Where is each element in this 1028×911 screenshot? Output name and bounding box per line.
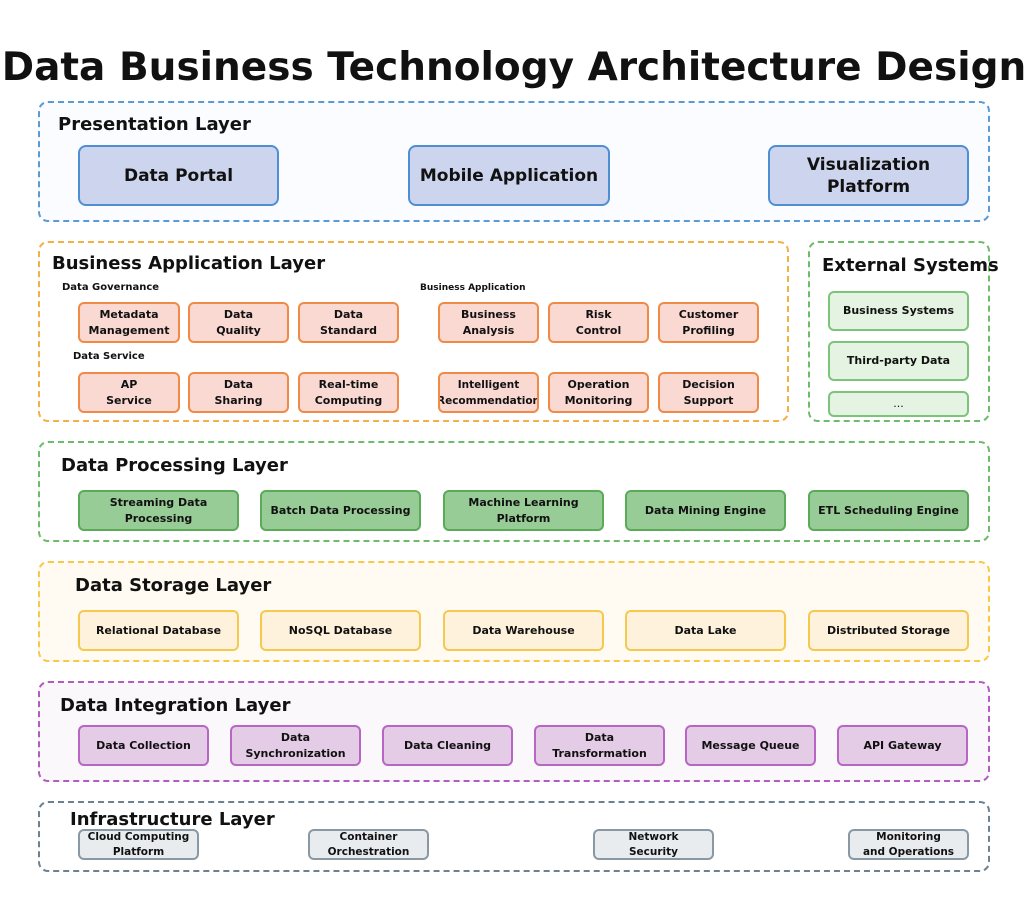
machine-learning-platform-box[interactable]: Machine Learning Platform [443, 490, 604, 531]
metadata-management-box[interactable]: Metadata Management [78, 302, 180, 343]
business-application-layer-title: Business Application Layer [52, 253, 326, 274]
api-gateway-box[interactable]: API Gateway [837, 725, 968, 766]
business-analysis-box[interactable]: Business Analysis [438, 302, 539, 343]
operation-monitoring-box[interactable]: Operation Monitoring [548, 372, 649, 413]
ap-service-box[interactable]: AP Service [78, 372, 180, 413]
data-sharing-box[interactable]: Data Sharing [188, 372, 289, 413]
third-party-data-box[interactable]: Third-party Data [828, 341, 969, 381]
data-synchronization-box[interactable]: Data Synchronization [230, 725, 361, 766]
data-storage-layer-title: Data Storage Layer [75, 575, 272, 596]
infrastructure-layer-title: Infrastructure Layer [70, 809, 275, 830]
page-title: Data Business Technology Architecture De… [1, 45, 1027, 90]
distributed-storage-box[interactable]: Distributed Storage [808, 610, 969, 651]
business-application-group-title: Business Application [420, 283, 526, 293]
visualization-platform-box[interactable]: Visualization Platform [768, 145, 969, 206]
business-systems-box[interactable]: Business Systems [828, 291, 969, 331]
data-mining-engine-box[interactable]: Data Mining Engine [625, 490, 786, 531]
cloud-computing-platform-box[interactable]: Cloud Computing Platform [78, 829, 199, 860]
data-integration-layer-title: Data Integration Layer [60, 695, 291, 716]
intelligent-recommendation-box[interactable]: Intelligent Recommendation [438, 372, 539, 413]
relational-database-box[interactable]: Relational Database [78, 610, 239, 651]
data-warehouse-box[interactable]: Data Warehouse [443, 610, 604, 651]
monitoring-and-operations-box[interactable]: Monitoring and Operations [848, 829, 969, 860]
presentation-layer-title: Presentation Layer [58, 114, 251, 135]
etl-scheduling-engine-box[interactable]: ETL Scheduling Engine [808, 490, 969, 531]
customer-profiling-box[interactable]: Customer Profiling [658, 302, 759, 343]
data-quality-box[interactable]: Data Quality [188, 302, 289, 343]
data-service-title: Data Service [73, 351, 145, 362]
risk-control-box[interactable]: Risk Control [548, 302, 649, 343]
external-systems-title: External Systems [822, 255, 999, 276]
decision-support-box[interactable]: Decision Support [658, 372, 759, 413]
data-transformation-box[interactable]: Data Transformation [534, 725, 665, 766]
real-time-computing-box[interactable]: Real-time Computing [298, 372, 399, 413]
data-governance-title: Data Governance [62, 282, 160, 293]
mobile-application-box[interactable]: Mobile Application [408, 145, 610, 206]
message-queue-box[interactable]: Message Queue [685, 725, 816, 766]
streaming-data-processing-box[interactable]: Streaming Data Processing [78, 490, 239, 531]
more-external-systems-box[interactable]: ... [828, 391, 969, 417]
container-orchestration-box[interactable]: Container Orchestration [308, 829, 429, 860]
nosql-database-box[interactable]: NoSQL Database [260, 610, 421, 651]
data-cleaning-box[interactable]: Data Cleaning [382, 725, 513, 766]
data-portal-box[interactable]: Data Portal [78, 145, 279, 206]
batch-data-processing-box[interactable]: Batch Data Processing [260, 490, 421, 531]
data-lake-box[interactable]: Data Lake [625, 610, 786, 651]
data-standard-box[interactable]: Data Standard [298, 302, 399, 343]
data-collection-box[interactable]: Data Collection [78, 725, 209, 766]
data-processing-layer-title: Data Processing Layer [61, 455, 288, 476]
network-security-box[interactable]: Network Security [593, 829, 714, 860]
